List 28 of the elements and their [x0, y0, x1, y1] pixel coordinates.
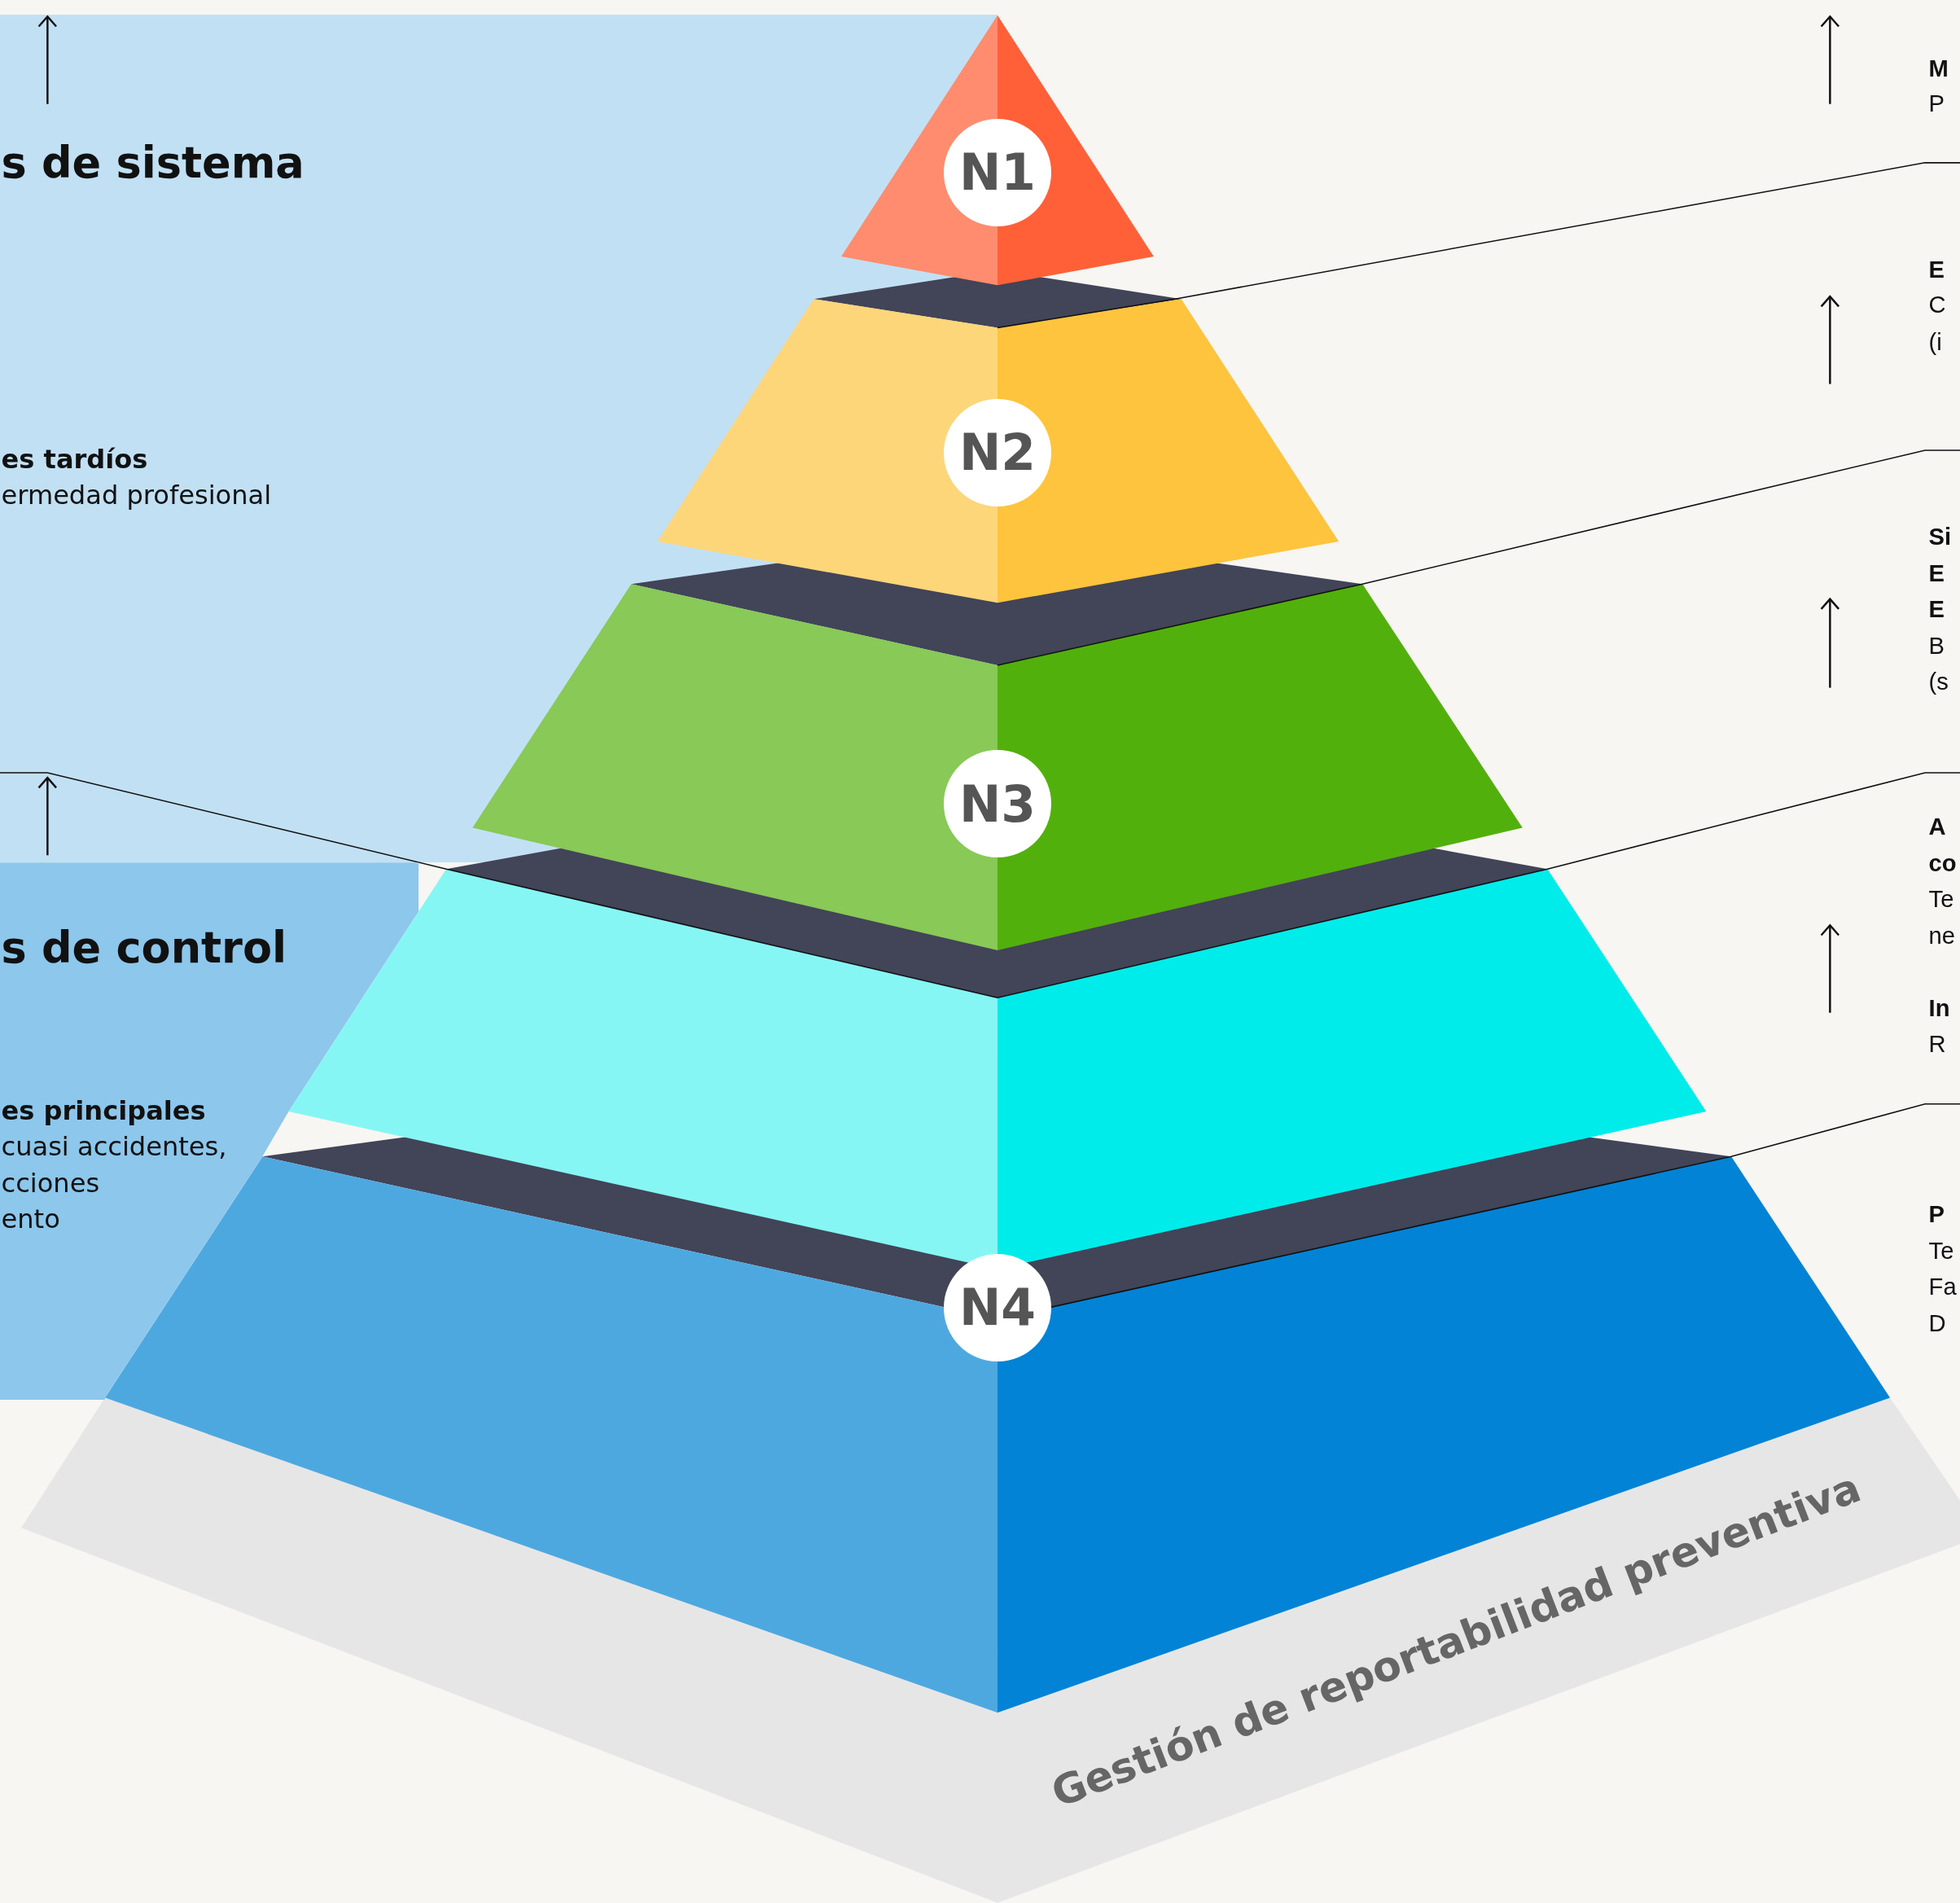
subheading: es tardíos — [1, 443, 148, 475]
panel-heading: s de control — [1, 922, 287, 972]
item-heading: E — [1928, 256, 1945, 283]
item-text: Fa — [1928, 1274, 1957, 1301]
item-text: Te — [1928, 886, 1954, 914]
panel-heading: s de sistema — [1, 137, 305, 187]
description-text: ento — [1, 1204, 60, 1235]
item-text: (s — [1928, 669, 1949, 696]
description-text: cuasi accidentes, — [1, 1131, 227, 1163]
description-text: cciones — [1, 1167, 100, 1199]
item-text: Te — [1928, 1237, 1954, 1265]
item-text: D — [1928, 1309, 1946, 1337]
item-text: B — [1928, 632, 1945, 660]
description-text: ermedad profesional — [1, 480, 272, 511]
item-text: ne — [1928, 922, 1956, 949]
item-heading: A — [1928, 813, 1946, 841]
subheading: es principales — [1, 1094, 206, 1126]
item-text: R — [1928, 1031, 1946, 1059]
item-text: C — [1928, 291, 1946, 318]
item-heading: E — [1928, 559, 1945, 587]
item-heading: M — [1928, 55, 1949, 82]
item-heading: co — [1928, 849, 1957, 877]
item-heading: In — [1928, 994, 1950, 1022]
item-text: (i — [1928, 328, 1942, 356]
item-text: P — [1928, 90, 1945, 117]
item-heading: Si — [1928, 524, 1952, 551]
item-heading: P — [1928, 1201, 1945, 1229]
item-heading: E — [1928, 596, 1945, 624]
